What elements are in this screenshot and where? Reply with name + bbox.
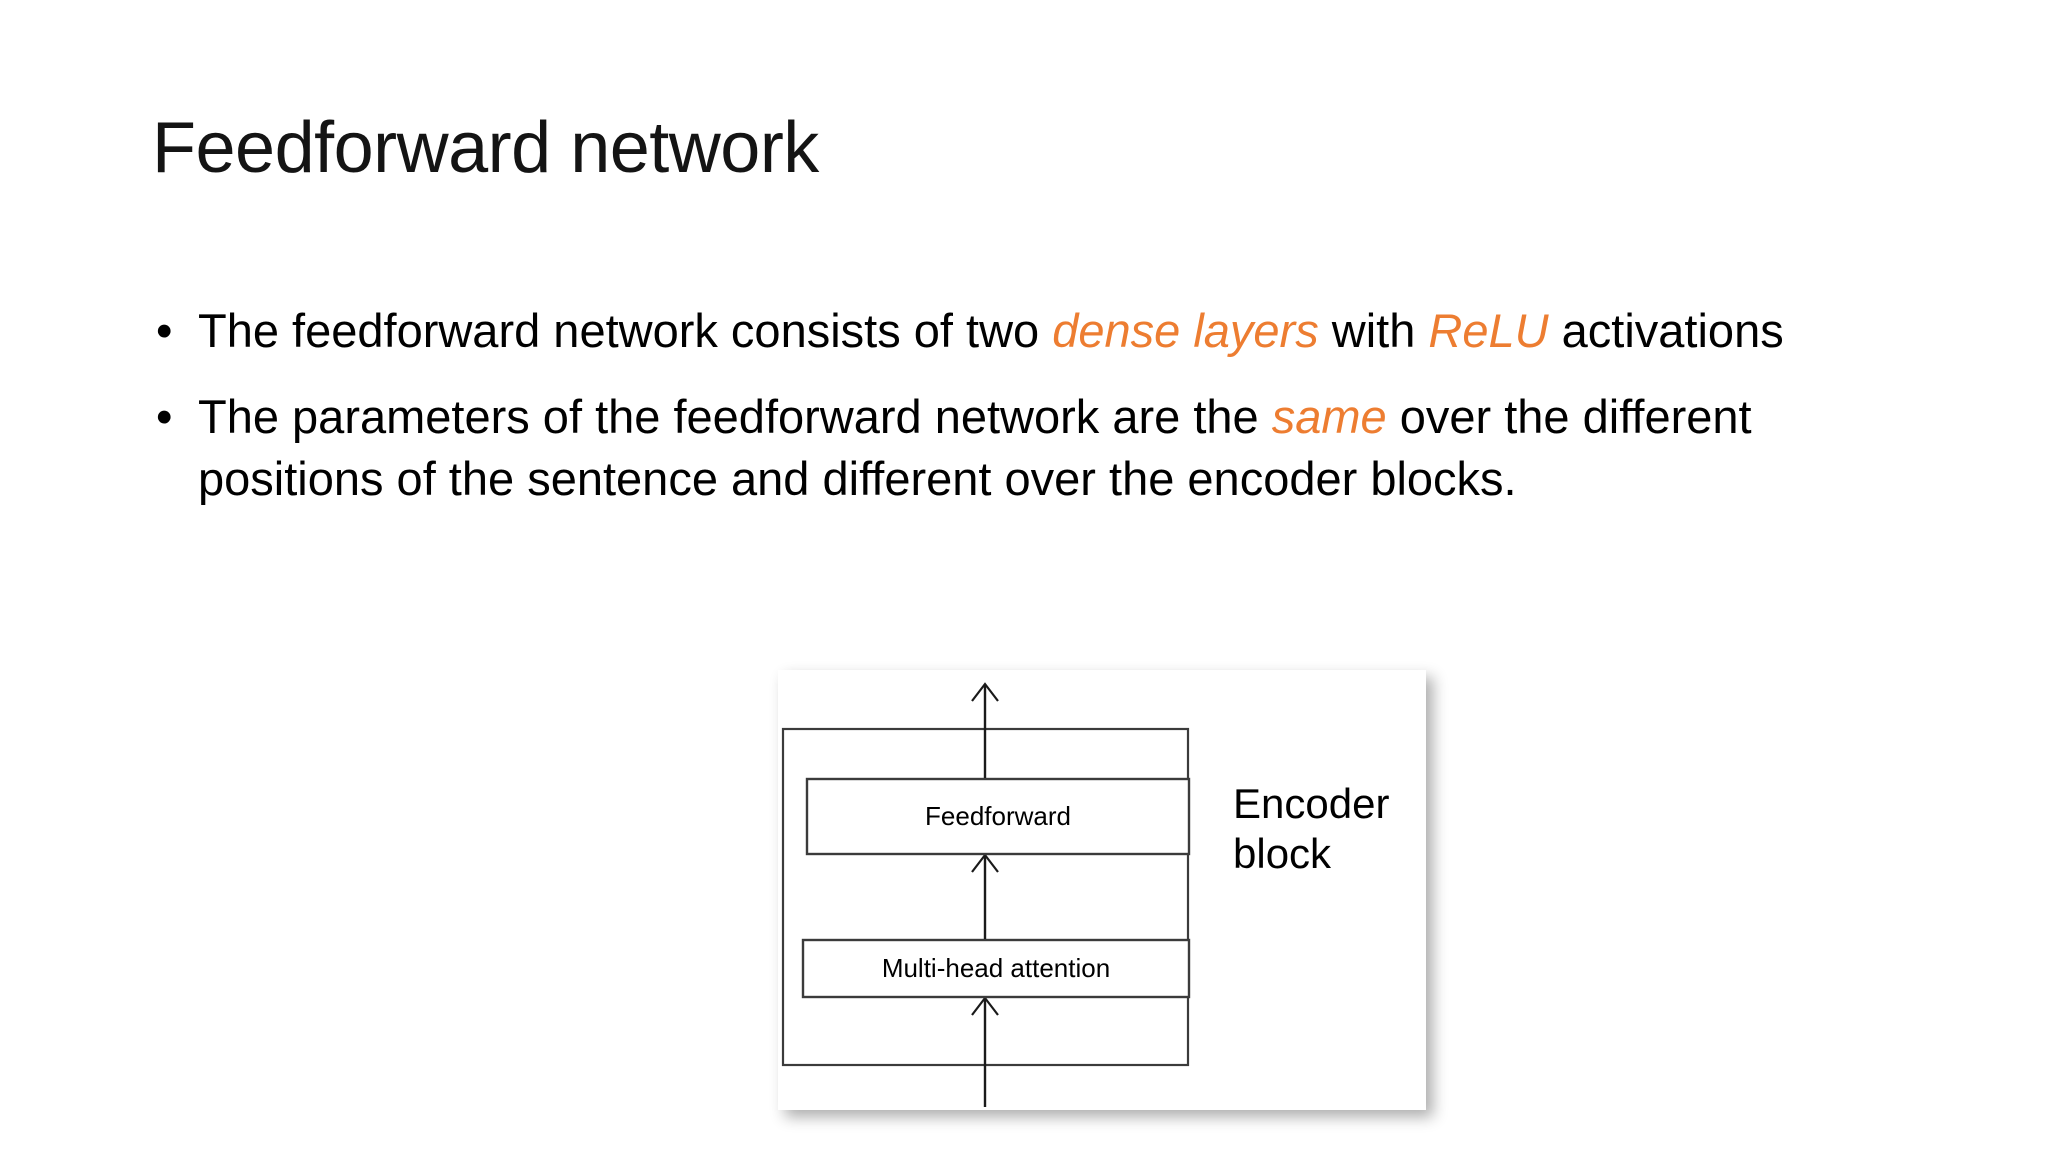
list-item: • The parameters of the feedforward netwo… [150, 386, 1870, 510]
input-arrow [971, 996, 999, 1107]
bullet-marker-icon: • [156, 304, 173, 357]
bullet-2-segment-0: The parameters of the feedforward networ… [198, 390, 1272, 444]
encoder-block-label: Encoder block [1233, 780, 1401, 877]
bullet-1-segment-1-accent: dense layers [1052, 304, 1319, 357]
bullet-marker-icon: • [156, 390, 173, 444]
feedforward-label: Feedforward [925, 801, 1071, 831]
attention-to-feedforward-arrow [971, 853, 999, 939]
bullet-1-segment-0: The feedforward network consists of two [198, 304, 1053, 357]
bullet-1-segment-3-accent: ReLU [1428, 304, 1549, 357]
bullet-1-segment-4: activations [1548, 304, 1784, 357]
page-title: Feedforward network [152, 108, 819, 188]
bullet-1-segment-2: with [1318, 304, 1429, 357]
bullet-list: • The feedforward network consists of two… [150, 300, 1870, 520]
encoder-block-diagram: Multi-head attention Feedforward Encoder… [778, 670, 1426, 1110]
multi-head-attention-box [801, 938, 1191, 999]
list-item: • The feedforward network consists of two… [150, 300, 1870, 362]
output-arrow [971, 682, 999, 778]
feedforward-box [805, 777, 1191, 856]
bullet-2-segment-2: over the different positions of the sent… [198, 390, 1752, 506]
encoder-block-label-line-1: Encoder [1233, 780, 1389, 827]
multi-head-attention-label: Multi-head attention [882, 953, 1110, 983]
encoder-block-label-line-2: block [1233, 830, 1332, 877]
bullet-2-segment-1-accent: same [1271, 390, 1387, 444]
